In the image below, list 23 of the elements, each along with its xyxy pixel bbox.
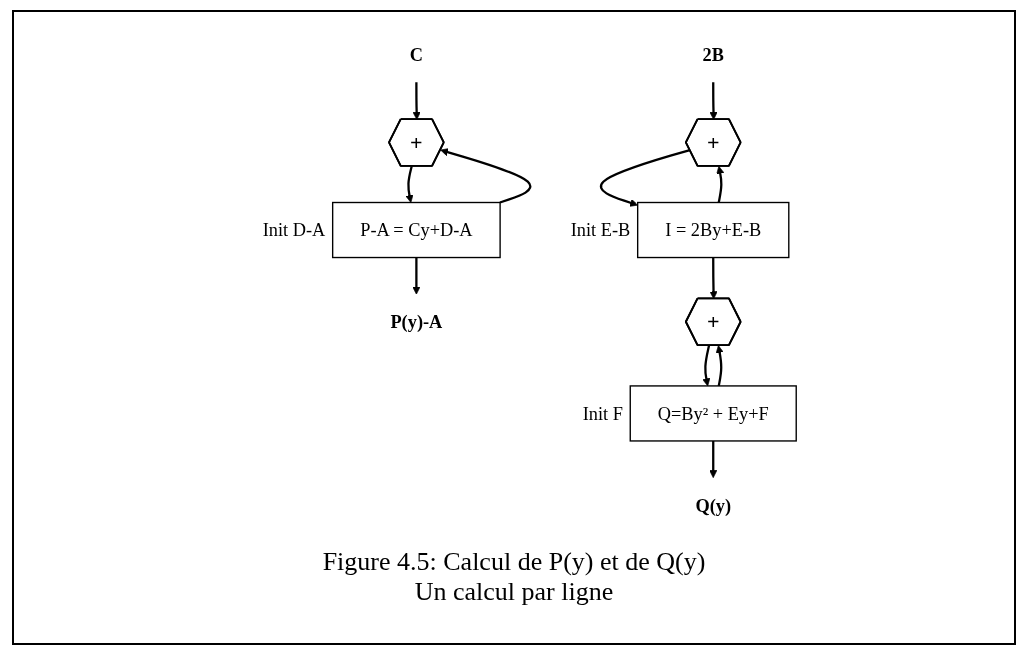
- node-box: [636, 201, 790, 259]
- beside-label: Init D-A: [262, 220, 326, 241]
- arrow: [716, 165, 725, 203]
- node-text: P(y)-A: [390, 311, 443, 332]
- arrow: [709, 440, 718, 478]
- node-text: 2B: [702, 44, 724, 65]
- arrow: [709, 82, 718, 120]
- arrow: [440, 148, 532, 204]
- arrow: [405, 166, 414, 203]
- arrow: [702, 345, 711, 387]
- arrow: [599, 148, 691, 207]
- beside-label: Init F: [582, 403, 623, 424]
- caption: Figure 4.5: Calcul de P(y) et de Q(y) Un calcul par ligne: [321, 547, 707, 607]
- frame: C + P-A = Cy+D-A P(y)-A 2B + I = 2By+E-B + Q=By² + Ey+F Q(y) Init D-A Init E-B Init F Figure 4.5: Calcul de P(y) et de Q(y) Un calcul par ligne: [12, 10, 1016, 645]
- arrow: [715, 345, 724, 387]
- node-box: [331, 201, 501, 259]
- node-text: C: [409, 44, 424, 65]
- arrow: [412, 257, 421, 295]
- arrow: [709, 257, 718, 300]
- arrow: [412, 82, 421, 120]
- node-text: Q(y): [695, 495, 732, 516]
- beside-label: Init E-B: [570, 220, 631, 241]
- node-box: [629, 385, 797, 442]
